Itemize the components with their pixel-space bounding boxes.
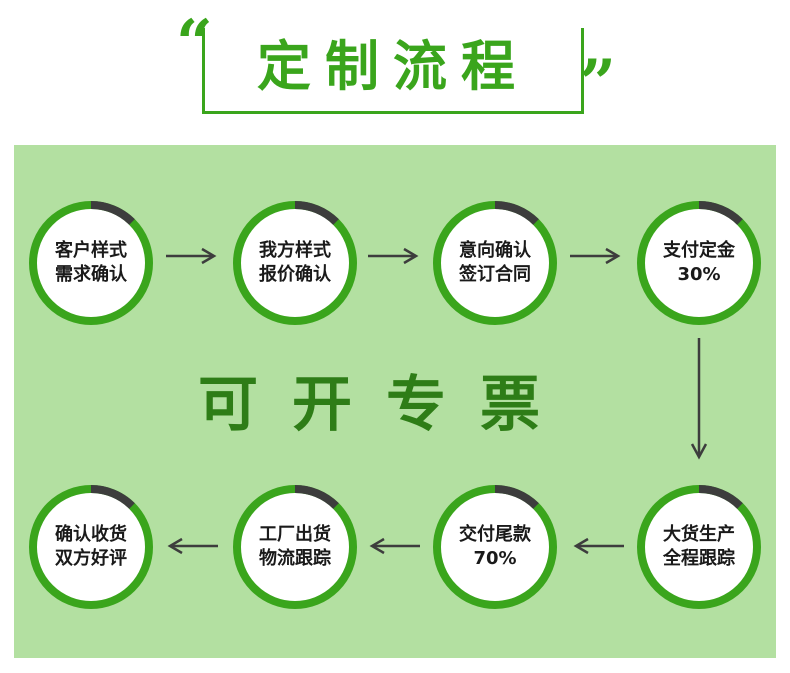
step-ring-icon [433, 485, 557, 609]
arrow-left-icon [573, 537, 624, 555]
step-4: 支付定金 30% [636, 200, 762, 326]
step-ring-icon [233, 485, 357, 609]
step-5: 大货生产 全程跟踪 [636, 484, 762, 610]
arrow-right-icon [368, 247, 419, 265]
step-label: 大货生产 全程跟踪 [663, 524, 735, 569]
page-title-block: “ 定制流程 ” [176, 6, 616, 116]
step-label: 交付尾款 70% [459, 524, 531, 569]
step-label: 支付定金 30% [663, 240, 735, 285]
title-frame [202, 28, 584, 114]
page-title: 定制流程 [257, 35, 529, 98]
arrow-right-icon [570, 247, 621, 265]
invoice-label: 可开专票 [198, 370, 574, 440]
arrow-right-icon [166, 247, 217, 265]
step-6: 交付尾款 70% [432, 484, 558, 610]
arrow-left-icon [167, 537, 218, 555]
step-label: 客户样式 需求确认 [55, 240, 127, 285]
arrow-left-icon [369, 537, 420, 555]
step-label: 意向确认 签订合同 [459, 240, 531, 285]
step-2: 我方样式 报价确认 [232, 200, 358, 326]
step-1: 客户样式 需求确认 [28, 200, 154, 326]
step-ring-icon [433, 201, 557, 325]
step-8: 确认收货 双方好评 [28, 484, 154, 610]
arrow-down-icon [690, 338, 708, 460]
step-label: 确认收货 双方好评 [55, 524, 127, 569]
step-ring-icon [233, 201, 357, 325]
step-ring-icon [637, 485, 761, 609]
open-quote-mark: “ [176, 6, 213, 81]
step-3: 意向确认 签订合同 [432, 200, 558, 326]
step-7: 工厂出货 物流跟踪 [232, 484, 358, 610]
close-quote-mark: ” [579, 46, 616, 121]
step-label: 工厂出货 物流跟踪 [259, 524, 331, 569]
step-ring-icon [29, 201, 153, 325]
step-label: 我方样式 报价确认 [259, 240, 331, 285]
step-ring-icon [29, 485, 153, 609]
step-ring-icon [637, 201, 761, 325]
